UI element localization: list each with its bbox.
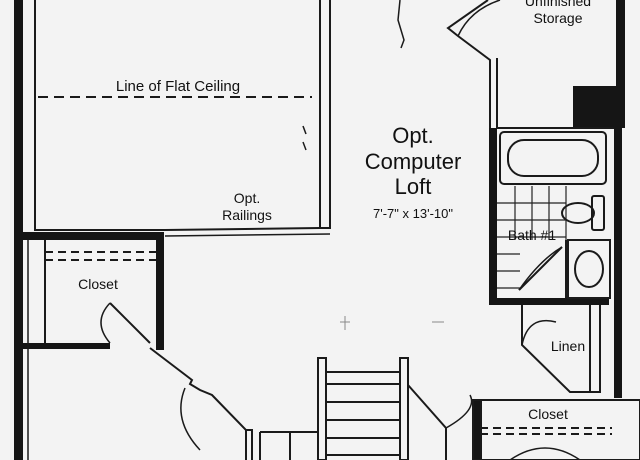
closet-right-wall-left xyxy=(472,399,482,460)
left-room-header-wall xyxy=(22,343,110,349)
fan-mark-top xyxy=(397,0,405,49)
open-area-left-edge xyxy=(34,0,165,231)
open-area-right-edge xyxy=(319,0,331,229)
bath-door-swing xyxy=(518,246,563,291)
storage-label-line1: Unfinished xyxy=(525,0,591,9)
closet-right-label: Closet xyxy=(528,406,568,422)
linen-door-swing xyxy=(521,320,557,346)
open-area-ledge xyxy=(164,233,331,237)
bath-left-wall xyxy=(489,128,497,304)
right-lower-wall xyxy=(614,128,622,398)
left-outer-wall xyxy=(14,0,23,460)
stair-right-rail xyxy=(399,357,409,460)
loft-dimensions: 7'-7" x 13'-10" xyxy=(373,206,453,221)
storage-right-wall xyxy=(616,0,625,128)
storage-door-swing xyxy=(457,0,501,37)
linen-closet-wall xyxy=(521,305,601,393)
toilet-tank xyxy=(591,195,605,231)
bath-label: Bath #1 xyxy=(508,227,556,243)
railings-label-line2: Railings xyxy=(222,207,272,223)
bath-tile-grid xyxy=(497,186,567,289)
linen-label: Linen xyxy=(551,338,585,354)
outer-walls xyxy=(14,0,625,460)
railings-label-line1: Opt. xyxy=(234,190,260,206)
closet-right-door-swing xyxy=(509,447,581,460)
closet-left-door xyxy=(109,302,151,344)
closet-left-door-swing xyxy=(100,302,111,344)
vanity xyxy=(567,239,611,299)
toilet-bowl xyxy=(561,202,595,224)
bathtub-basin xyxy=(507,139,599,177)
railing-tick-1 xyxy=(302,125,307,135)
left-closet-top-wall xyxy=(22,232,164,240)
loft-label-line1: Opt. xyxy=(392,123,434,148)
bath-door xyxy=(518,246,563,291)
railing-tick-2 xyxy=(302,141,307,151)
loft-label-line3: Loft xyxy=(395,174,432,199)
flat-ceiling-label: Line of Flat Ceiling xyxy=(116,78,240,95)
bathtub xyxy=(499,131,607,185)
ceiling-marks xyxy=(340,316,444,330)
closet-left-label: Closet xyxy=(78,276,118,292)
hall-corner xyxy=(246,429,253,460)
stair-left-rail xyxy=(317,357,327,460)
stair-right-door-swing xyxy=(445,394,473,429)
loft-label-line2: Computer xyxy=(365,149,462,174)
interior-lines xyxy=(27,0,640,460)
hall-door-swing xyxy=(180,387,201,451)
vanity-sink xyxy=(574,250,604,288)
open-area-bottom-edge xyxy=(164,227,321,231)
storage-label-line2: Storage xyxy=(533,10,582,26)
bath-bottom-wall xyxy=(489,298,609,305)
left-closet-side-wall xyxy=(156,232,164,350)
